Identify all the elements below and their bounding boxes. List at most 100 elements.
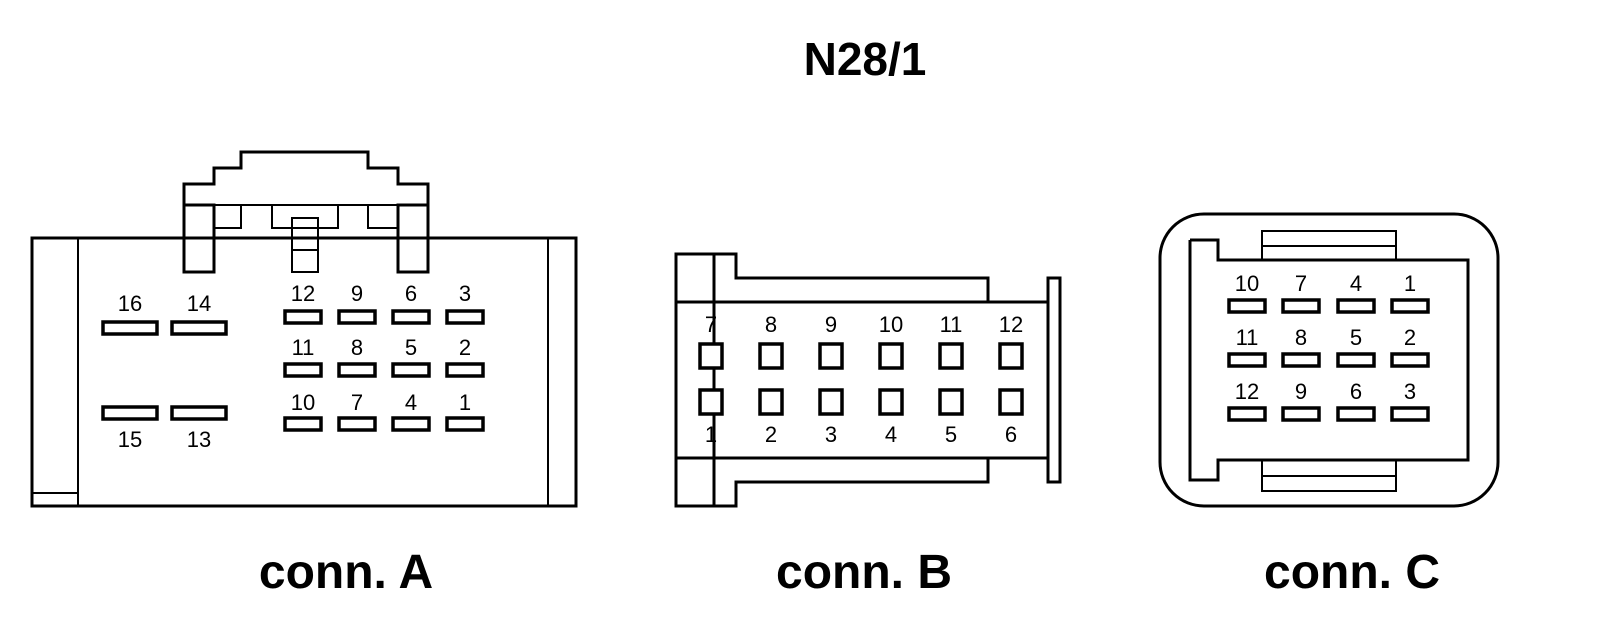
conn-c-pin-5-contact <box>1336 352 1376 368</box>
conn-a-pin-15-contact <box>101 405 159 421</box>
conn-a-pin-6: 6 <box>391 281 431 325</box>
conn-a-pin-4: 4 <box>391 390 431 432</box>
conn-b-pin-10-number: 10 <box>879 312 903 337</box>
conn-b-pin-5-contact <box>938 388 964 416</box>
conn-a-pin-11-number: 11 <box>292 335 315 360</box>
conn-a-pin-6-contact <box>391 309 431 325</box>
conn-c-pin-11-number: 11 <box>1236 325 1259 350</box>
conn-c-pin-10-contact <box>1227 298 1267 314</box>
conn-c-pin-12-number: 12 <box>1235 379 1259 404</box>
conn-b-pin-11-number: 11 <box>940 312 963 337</box>
conn-b-pin-7: 7 <box>698 312 724 370</box>
conn-a-pin-8-contact <box>337 362 377 378</box>
conn-a-pin-13-contact <box>170 405 228 421</box>
conn-b-pin-6-contact <box>998 388 1024 416</box>
conn-a-pin-1-number: 1 <box>459 390 471 415</box>
conn-c-pin-6: 6 <box>1336 379 1376 422</box>
conn-c-pin-8: 8 <box>1281 325 1321 368</box>
conn-a-pin-14-contact <box>170 320 228 336</box>
connector-c-label: conn. C <box>1264 546 1440 599</box>
conn-b-pin-8-contact <box>758 342 784 370</box>
conn-a-pin-15-number: 15 <box>118 427 142 452</box>
conn-a-pin-15: 15 <box>101 405 159 452</box>
conn-c-pin-5-number: 5 <box>1350 325 1362 350</box>
conn-c-pin-4: 4 <box>1336 271 1376 314</box>
conn-a-pin-5-number: 5 <box>405 335 417 360</box>
conn-a-pin-10: 10 <box>283 390 323 432</box>
conn-a-pin-9-number: 9 <box>351 281 363 306</box>
conn-a-pin-8: 8 <box>337 335 377 378</box>
conn-b-pin-7-number: 7 <box>705 312 717 337</box>
conn-a-pin-16: 16 <box>101 291 159 336</box>
conn-b-pin-4-contact <box>878 388 904 416</box>
conn-a-pin-11: 11 <box>283 335 323 378</box>
conn-a-pin-2-contact <box>445 362 485 378</box>
conn-a-pin-8-number: 8 <box>351 335 363 360</box>
conn-a-pin-14: 14 <box>170 291 228 336</box>
conn-b-pin-12: 12 <box>998 312 1024 370</box>
conn-b-pin-5: 5 <box>938 388 964 447</box>
conn-b-pin-1-number: 1 <box>705 422 717 447</box>
conn-b-pin-3: 3 <box>818 388 844 447</box>
conn-b-pin-2: 2 <box>758 388 784 447</box>
conn-b-pin-4-number: 4 <box>885 422 897 447</box>
conn-a-pin-7: 7 <box>337 390 377 432</box>
conn-a-pin-2: 2 <box>445 335 485 378</box>
conn-b-pin-5-number: 5 <box>945 422 957 447</box>
conn-c-pin-1-number: 1 <box>1404 271 1416 296</box>
connector-c-housing <box>1158 212 1500 508</box>
conn-c-pin-6-number: 6 <box>1350 379 1362 404</box>
conn-c-pin-12-contact <box>1227 406 1267 422</box>
conn-c-pin-8-number: 8 <box>1295 325 1307 350</box>
conn-c-pin-3: 3 <box>1390 379 1430 422</box>
conn-c-pin-9: 9 <box>1281 379 1321 422</box>
conn-c-pin-7-number: 7 <box>1295 271 1307 296</box>
conn-a-pin-16-number: 16 <box>118 291 142 316</box>
conn-a-pin-13: 13 <box>170 405 228 452</box>
conn-a-pin-10-number: 10 <box>291 390 315 415</box>
diagram-title: N28/1 <box>804 33 927 85</box>
conn-c-pin-1-contact <box>1390 298 1430 314</box>
conn-a-pin-7-contact <box>337 416 377 432</box>
conn-c-pin-3-number: 3 <box>1404 379 1416 404</box>
conn-a-pin-4-contact <box>391 416 431 432</box>
conn-c-pin-10: 10 <box>1227 271 1267 314</box>
conn-c-pin-3-contact <box>1390 406 1430 422</box>
conn-a-pin-3-number: 3 <box>459 281 471 306</box>
conn-c-pin-4-contact <box>1336 298 1376 314</box>
conn-c-pin-2-contact <box>1390 352 1430 368</box>
conn-b-pin-10-contact <box>878 342 904 370</box>
conn-b-pin-10: 10 <box>878 312 904 370</box>
connector-a-housing <box>30 150 578 508</box>
conn-b-pin-6: 6 <box>998 388 1024 447</box>
conn-b-pin-2-number: 2 <box>765 422 777 447</box>
conn-a-pin-16-contact <box>101 320 159 336</box>
conn-b-pin-1-contact <box>698 388 724 416</box>
conn-a-pin-12-number: 12 <box>291 281 315 306</box>
conn-b-pin-12-number: 12 <box>999 312 1023 337</box>
connector-b-housing <box>674 252 1062 508</box>
conn-b-pin-9-contact <box>818 342 844 370</box>
conn-b-pin-11: 11 <box>938 312 964 370</box>
conn-c-pin-11: 11 <box>1227 325 1267 368</box>
conn-b-pin-8-number: 8 <box>765 312 777 337</box>
connector-a-label: conn. A <box>259 546 433 599</box>
conn-a-pin-1-contact <box>445 416 485 432</box>
conn-c-pin-1: 1 <box>1390 271 1430 314</box>
conn-c-pin-9-number: 9 <box>1295 379 1307 404</box>
conn-b-pin-6-number: 6 <box>1005 422 1017 447</box>
conn-c-pin-2: 2 <box>1390 325 1430 368</box>
conn-b-pin-3-number: 3 <box>825 422 837 447</box>
conn-a-pin-9-contact <box>337 309 377 325</box>
conn-b-pin-1: 1 <box>698 388 724 447</box>
conn-a-pin-14-number: 14 <box>187 291 211 316</box>
conn-a-pin-9: 9 <box>337 281 377 325</box>
conn-a-pin-10-contact <box>283 416 323 432</box>
conn-c-pin-4-number: 4 <box>1350 271 1362 296</box>
conn-a-pin-1: 1 <box>445 390 485 432</box>
